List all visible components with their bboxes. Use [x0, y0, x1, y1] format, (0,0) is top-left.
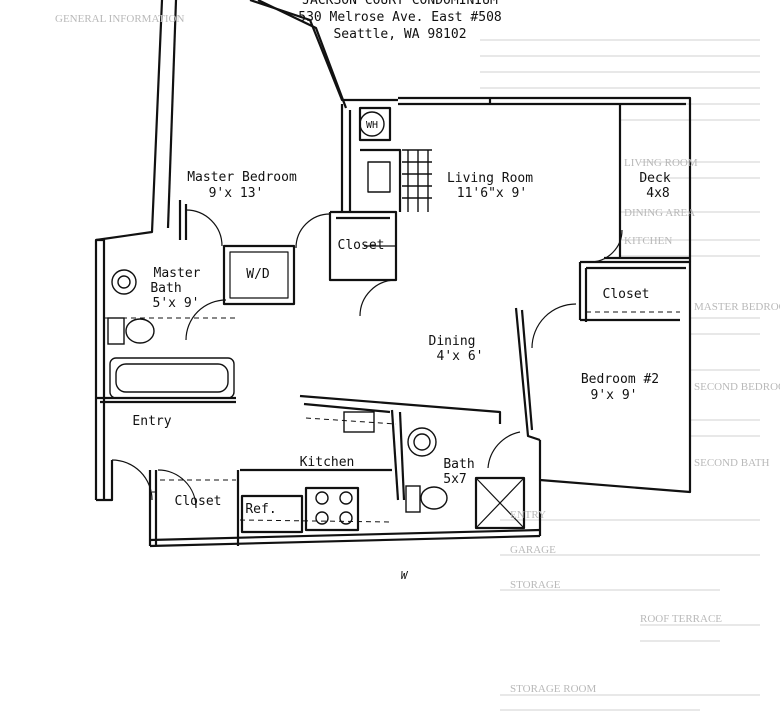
- bleed-heading: LIVING ROOM: [624, 157, 698, 169]
- deck-name: Deck: [639, 171, 671, 186]
- bleed-heading: ROOF TERRACE: [640, 613, 723, 625]
- walls: [94, 0, 692, 548]
- dining-size: 4'x 6': [436, 349, 484, 364]
- bleed-heading: STORAGE ROOM: [510, 683, 597, 695]
- city-line: Seattle, WA 98102: [333, 27, 467, 42]
- building-name: JACKSON COURT CONDOMINIUM: [302, 0, 498, 8]
- refrigerator-label: Ref.: [245, 502, 277, 517]
- water-heater-label: WH: [365, 120, 379, 131]
- bleed-heading: GENERAL INFORMATION: [55, 13, 185, 25]
- stray-mark: W: [400, 569, 408, 582]
- bleed-heading: ENTRY: [510, 509, 547, 521]
- living-room-name: Living Room: [446, 171, 534, 186]
- entry-label: Entry: [132, 414, 172, 429]
- bleed-heading: GARAGE: [510, 544, 556, 556]
- kitchen-label: Kitchen: [299, 455, 355, 470]
- master-bedroom-size: 9'x 13': [208, 186, 264, 201]
- bleed-heading: SECOND BEDROOM: [694, 381, 780, 393]
- bedroom2-size: 9'x 9': [590, 388, 638, 403]
- bath-name: Bath: [443, 457, 475, 472]
- bleed-through-lines: [480, 39, 760, 711]
- fixtures: [107, 111, 448, 525]
- living-room-size: 11'6"x 9': [456, 186, 528, 201]
- door-swings: [111, 209, 623, 509]
- entry-closet-label: Closet: [174, 494, 222, 509]
- master-bath-size: 5'x 9': [152, 296, 200, 311]
- bleed-heading: DINING AREA: [624, 207, 696, 219]
- address-line: 530 Melrose Ave. East #508: [298, 10, 502, 25]
- master-bath-name: Master: [153, 266, 201, 281]
- bleed-heading: KITCHEN: [624, 235, 673, 247]
- dining-name: Dining: [428, 334, 476, 349]
- master-bath-name-2: Bath: [150, 281, 182, 296]
- bath-size: 5x7: [443, 472, 467, 487]
- dashed-lines: [104, 311, 680, 523]
- washer-dryer-label: W/D: [246, 267, 270, 282]
- property-header: JACKSON COURT CONDOMINIUM 530 Melrose Av…: [298, 0, 502, 43]
- bleed-heading: STORAGE: [510, 579, 561, 591]
- center-closet-label: Closet: [337, 238, 385, 253]
- bleed-heading: SECOND BATH: [694, 457, 770, 469]
- bleed-heading: MASTER BEDROOM: [694, 301, 780, 313]
- bedroom2-closet-label: Closet: [602, 287, 650, 302]
- bedroom2-name: Bedroom #2: [580, 372, 660, 387]
- master-bedroom-name: Master Bedroom: [187, 170, 297, 185]
- deck-size: 4x8: [646, 186, 670, 201]
